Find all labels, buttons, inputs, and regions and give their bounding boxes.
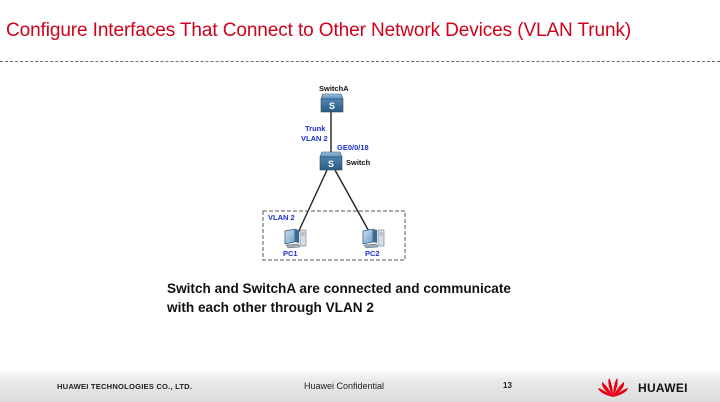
pc1-label: PC1: [283, 249, 298, 258]
vlan-group-box: [262, 210, 406, 261]
title-divider: [0, 61, 720, 62]
vlan-group-label: VLAN 2: [268, 213, 295, 222]
switch-a-icon: S: [320, 93, 344, 113]
pc2-label: PC2: [365, 249, 380, 258]
switch-label: Switch: [346, 158, 371, 167]
link-switch-pc1: [296, 169, 328, 236]
switch-glyph: S: [328, 159, 334, 169]
footer-confidential: Huawei Confidential: [304, 381, 385, 391]
trunk-label: Trunk: [305, 124, 326, 133]
caption-line-1: Switch and SwitchA are connected and com…: [167, 281, 511, 296]
switch-icon: S: [319, 151, 343, 171]
switch-a-label: SwitchA: [319, 84, 349, 93]
trunk-vlan-label: VLAN 2: [301, 134, 328, 143]
footer-brand: HUAWEI: [638, 381, 688, 395]
caption: Switch and SwitchA are connected and com…: [167, 279, 511, 317]
huawei-logo-icon: [598, 378, 628, 397]
slide-title: Configure Interfaces That Connect to Oth…: [6, 20, 632, 41]
caption-line-2: with each other through VLAN 2: [167, 300, 374, 315]
footer: HUAWEI TECHNOLOGIES CO., LTD. Huawei Con…: [0, 369, 720, 402]
pc1-icon: [284, 228, 307, 249]
interface-label: GE0/0/18: [337, 143, 369, 152]
page-number: 13: [503, 381, 512, 390]
pc2-icon: [362, 228, 385, 249]
footer-company: HUAWEI TECHNOLOGIES CO., LTD.: [57, 382, 193, 391]
switch-a-glyph: S: [329, 101, 335, 111]
link-switch-pc2: [334, 169, 372, 236]
